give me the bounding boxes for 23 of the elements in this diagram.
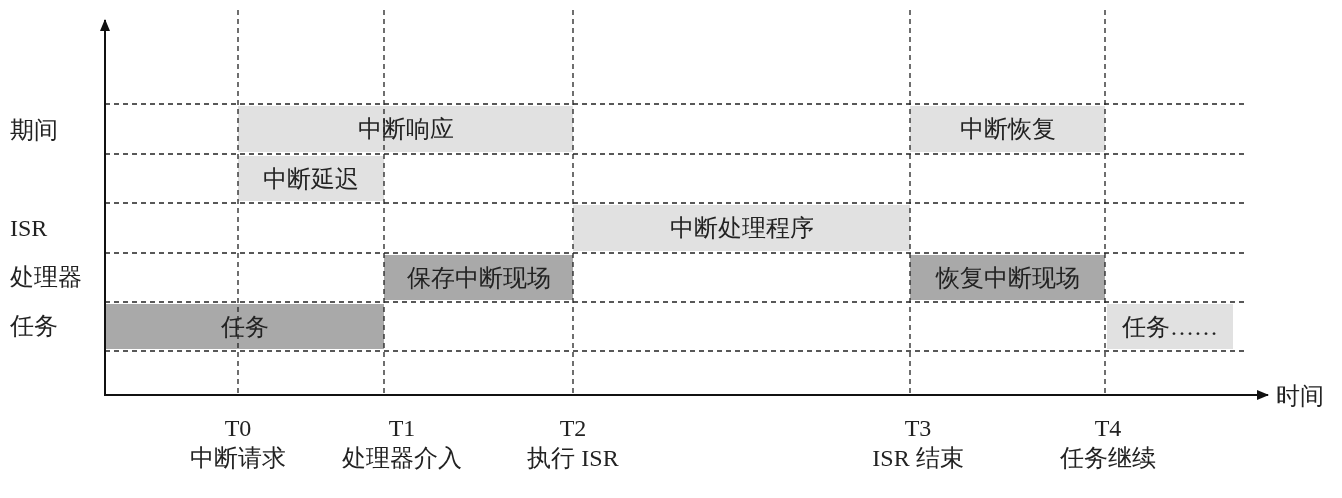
phase-bar: 任务 — [105, 304, 384, 349]
time-marker: T1 — [388, 416, 416, 440]
event-label: 处理器介入 — [342, 446, 462, 470]
phase-bar: 中断处理程序 — [573, 205, 910, 251]
row-label: 任务 — [10, 314, 58, 338]
phase-bar: 中断延迟 — [238, 156, 384, 201]
row-label: ISR — [10, 216, 48, 240]
row-label: 处理器 — [10, 265, 82, 289]
time-marker: T3 — [904, 416, 932, 440]
phase-bar: 保存中断现场 — [384, 255, 573, 300]
time-marker: T0 — [224, 416, 252, 440]
time-marker: T2 — [559, 416, 587, 440]
time-marker: T4 — [1094, 416, 1122, 440]
row-label: 期间 — [10, 118, 58, 142]
event-label: 执行 ISR — [527, 446, 619, 470]
phase-bar: 恢复中断现场 — [910, 255, 1105, 300]
phase-bar: 中断恢复 — [910, 106, 1105, 152]
event-label: 中断请求 — [190, 446, 286, 470]
axis-label: 时间 — [1276, 384, 1324, 408]
event-label: ISR 结束 — [872, 446, 964, 470]
phase-bar: 中断响应 — [238, 106, 573, 152]
phase-bar: 任务…… — [1107, 304, 1233, 349]
event-label: 任务继续 — [1060, 446, 1156, 470]
